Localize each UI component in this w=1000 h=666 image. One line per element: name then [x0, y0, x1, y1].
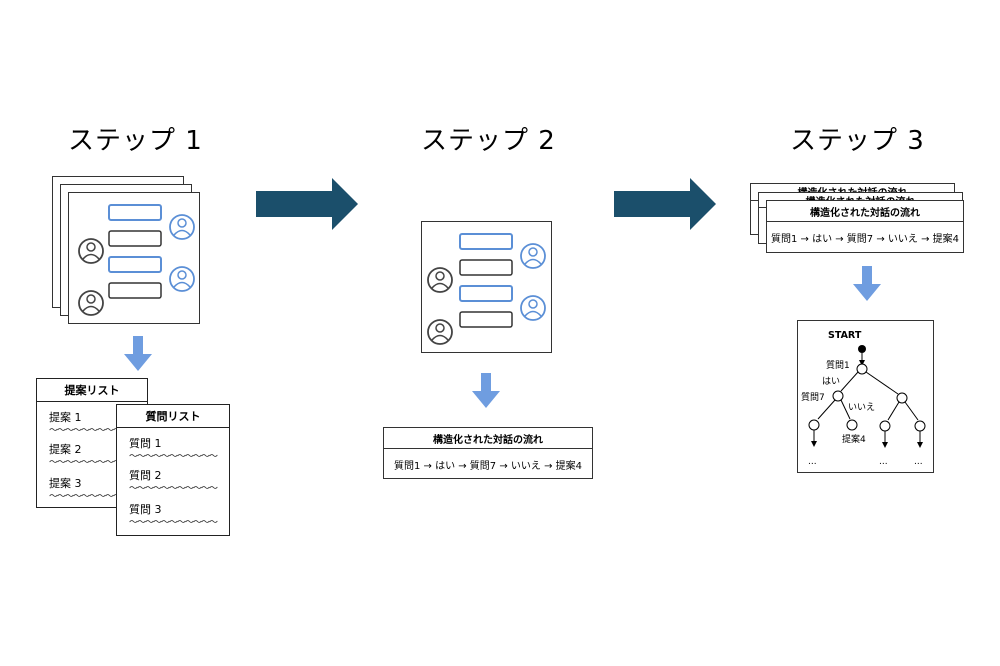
- down-arrow-step3: [853, 266, 881, 301]
- wave-line: 〜〜〜〜〜〜〜〜〜〜〜: [49, 458, 138, 468]
- tree-node: [856, 363, 868, 375]
- big-arrow-2: [614, 178, 716, 230]
- tree-ellipsis: ...: [879, 457, 888, 467]
- step-1-title: ステップ 1: [68, 126, 203, 156]
- tree-q1-label: 質問1: [826, 359, 850, 371]
- tree-node: [846, 419, 858, 431]
- wave-line: 〜〜〜〜〜〜〜〜〜〜〜: [49, 492, 138, 502]
- wave-line: 〜〜〜〜〜〜〜〜〜〜〜: [129, 452, 218, 462]
- step2-flow-box: 構造化された対話の流れ 質問1 → はい → 質問7 → いいえ → 提案4: [383, 427, 593, 479]
- wave-line: 〜〜〜〜〜〜〜〜〜〜〜: [49, 426, 138, 436]
- tree-node: [914, 420, 926, 432]
- wave-line: 〜〜〜〜〜〜〜〜〜〜〜: [129, 518, 218, 528]
- flow-box-title: 構造化された対話の流れ: [384, 428, 592, 449]
- dark-bubble: [108, 230, 162, 247]
- step2-chat-card: [421, 221, 552, 353]
- step1-chat-stack: [52, 176, 202, 326]
- tree-p4-label: 提案4: [842, 433, 866, 445]
- big-arrow-1: [256, 178, 358, 230]
- wave-line: 〜〜〜〜〜〜〜〜〜〜〜: [129, 484, 218, 494]
- blue-bubble: [459, 233, 513, 250]
- flow-box-title: 構造化された対話の流れ: [767, 201, 963, 222]
- tree-ellipsis: ...: [914, 457, 923, 467]
- tree-node: [896, 392, 908, 404]
- tree-start-label: START: [828, 330, 862, 341]
- question-item-3: 質問 3: [129, 503, 162, 516]
- proposal-list-title: 提案リスト: [37, 379, 147, 402]
- blue-bubble: [459, 285, 513, 302]
- dark-bubble: [108, 282, 162, 299]
- flow-box-body: 質問1 → はい → 質問7 → いいえ → 提案4: [393, 460, 583, 472]
- decision-tree-box: START 質問1 はい 質問7 いいえ 提案4 ... ... ...: [797, 320, 934, 473]
- question-list-title: 質問リスト: [117, 405, 229, 428]
- down-arrow-step2: [472, 373, 500, 408]
- blue-avatar-icon: [169, 266, 195, 292]
- down-arrow-step1: [124, 336, 152, 371]
- dark-avatar-icon: [78, 238, 104, 264]
- start-node: [858, 345, 866, 353]
- dark-avatar-icon: [78, 290, 104, 316]
- blue-avatar-icon: [520, 243, 546, 269]
- dark-bubble: [459, 259, 513, 276]
- dark-avatar-icon: [427, 319, 453, 345]
- decision-tree: START 質問1 はい 質問7 いいえ 提案4 ... ... ...: [801, 330, 926, 467]
- step-2-title: ステップ 2: [421, 126, 556, 156]
- dark-avatar-icon: [427, 267, 453, 293]
- blue-avatar-icon: [520, 295, 546, 321]
- blue-avatar-icon: [169, 214, 195, 240]
- question-item-1: 質問 1: [129, 437, 162, 450]
- tree-node: [879, 420, 891, 432]
- proposal-item-3: 提案 3: [49, 477, 82, 490]
- tree-node: [832, 390, 844, 402]
- proposal-item-1: 提案 1: [49, 411, 82, 424]
- tree-no-label: いいえ: [848, 402, 875, 413]
- step3-flow-box-front: 構造化された対話の流れ 質問1 → はい → 質問7 → いいえ → 提案4: [766, 200, 964, 253]
- question-item-2: 質問 2: [129, 469, 162, 482]
- step-3-title: ステップ 3: [790, 126, 925, 156]
- proposal-item-2: 提案 2: [49, 443, 82, 456]
- chat-card-front: [68, 192, 200, 324]
- tree-yes-label: はい: [822, 376, 840, 387]
- dark-bubble: [459, 311, 513, 328]
- blue-bubble: [108, 204, 162, 221]
- flow-box-body: 質問1 → はい → 質問7 → いいえ → 提案4: [770, 234, 960, 245]
- tree-q7-label: 質問7: [801, 391, 825, 403]
- question-list-doc: 質問リスト 質問 1 〜〜〜〜〜〜〜〜〜〜〜 質問 2 〜〜〜〜〜〜〜〜〜〜〜 …: [116, 404, 230, 536]
- tree-node: [808, 419, 820, 431]
- tree-ellipsis: ...: [808, 457, 817, 467]
- blue-bubble: [108, 256, 162, 273]
